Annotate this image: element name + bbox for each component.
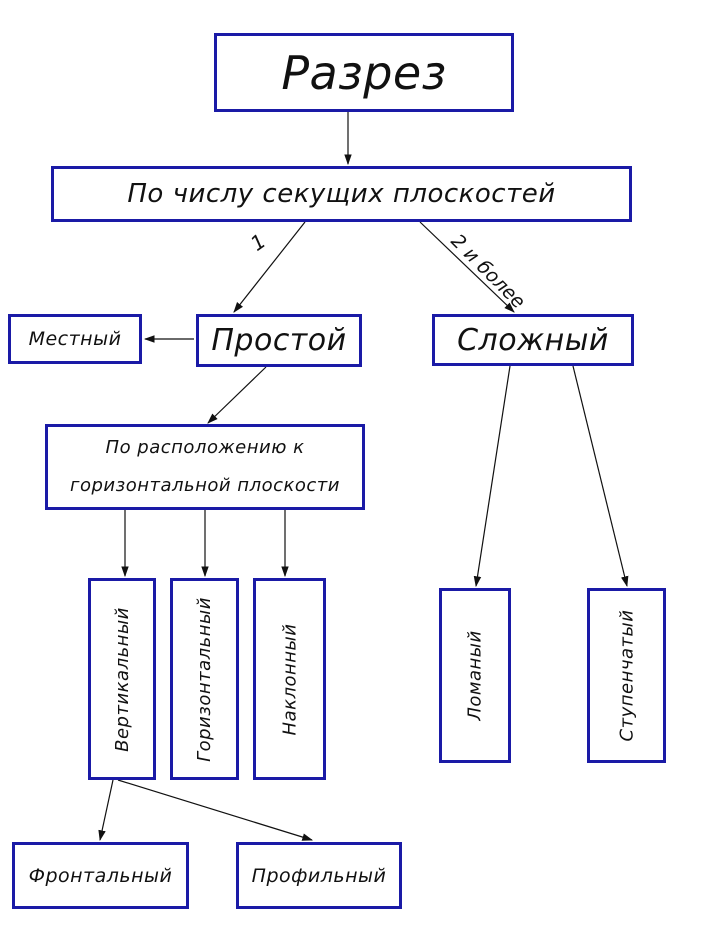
node-po-raspolozheniyu: По расположению к горизонтальной плоскос… — [45, 424, 365, 510]
node-lomany-label: Ломаный — [464, 630, 486, 721]
node-lomany: Ломаный — [439, 588, 511, 763]
node-vertikalny-label: Вертикальный — [111, 606, 133, 752]
arrow-to-profilny — [117, 779, 314, 841]
node-razrez-label: Разрез — [281, 45, 447, 100]
node-po-chislu: По числу секущих плоскостей — [51, 166, 632, 222]
node-po-raspolozheniyu-line1: По расположению к — [105, 437, 305, 458]
node-naklonny-label: Наклонный — [279, 623, 300, 735]
node-prostoy-label: Простой — [211, 323, 347, 358]
node-stupenchaty: Ступенчатый — [587, 588, 666, 763]
node-po-raspolozheniyu-line2: горизонтальной плоскости — [70, 475, 340, 496]
node-gorizontalny: Горизонтальный — [170, 578, 239, 780]
node-profilny-label: Профильный — [251, 864, 387, 887]
node-frontalny: Фронтальный — [12, 842, 189, 909]
arrow-prostoy-to-po-raspolozheniyu — [207, 366, 267, 424]
node-prostoy: Простой — [196, 314, 362, 367]
node-mestny: Местный — [8, 314, 142, 364]
node-po-chislu-label: По числу секущих плоскостей — [127, 179, 556, 209]
node-gorizontalny-label: Горизонтальный — [194, 596, 216, 762]
arrow-to-stupenchaty — [572, 365, 629, 588]
node-slozhny-label: Сложный — [457, 322, 609, 358]
arrow-to-lomany — [473, 365, 511, 588]
node-profilny: Профильный — [236, 842, 402, 909]
arrow-to-frontalny — [98, 779, 114, 842]
node-naklonny: Наклонный — [253, 578, 326, 780]
node-mestny-label: Местный — [28, 328, 122, 350]
node-frontalny-label: Фронтальный — [28, 864, 173, 887]
node-stupenchaty-label: Ступенчатый — [616, 609, 638, 742]
node-razrez: Разрез — [214, 33, 514, 112]
node-vertikalny: Вертикальный — [88, 578, 156, 780]
arrow-po-chislu-to-prostoy — [233, 221, 306, 313]
arrow-po-chislu-to-slozhny — [419, 221, 515, 313]
node-slozhny: Сложный — [432, 314, 634, 366]
